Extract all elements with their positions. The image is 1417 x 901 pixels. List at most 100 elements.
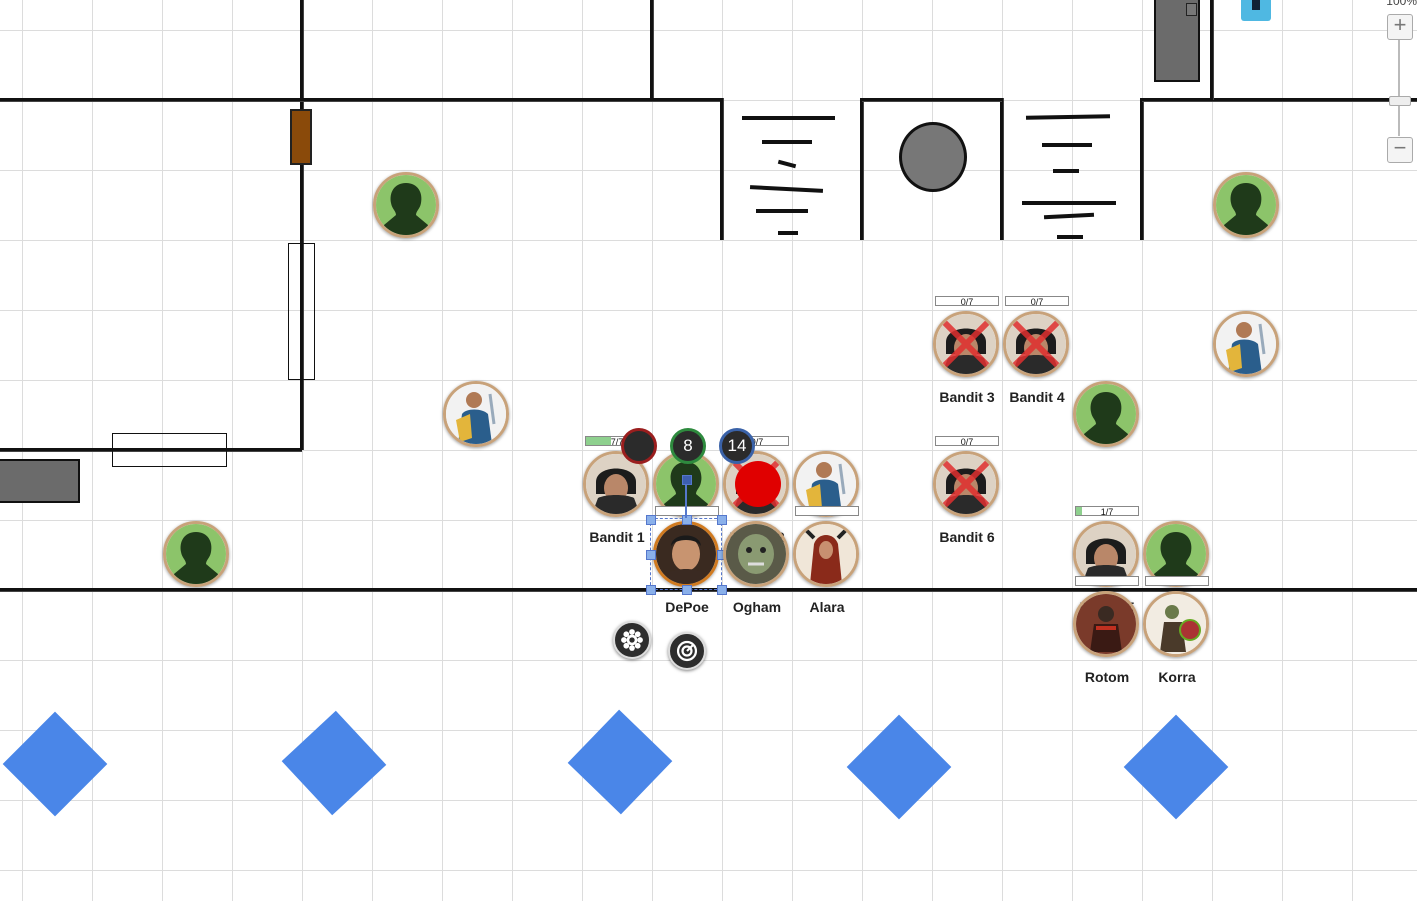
hp-bar: 1/7 <box>1075 506 1139 517</box>
selection-handle[interactable] <box>646 550 656 560</box>
hp-text: 7/7 <box>610 437 624 447</box>
token-label: Korra <box>1158 669 1196 685</box>
selection-box <box>650 518 722 590</box>
hp-bar: 0/7 <box>935 296 999 307</box>
wall <box>0 98 723 101</box>
wall <box>1000 98 1003 240</box>
wall <box>1210 0 1213 100</box>
stair-step <box>1022 201 1116 205</box>
stair-step <box>1053 169 1079 173</box>
selection-handle[interactable] <box>717 585 727 595</box>
hp-text: 0/7 <box>960 297 974 307</box>
token-label: DePoe <box>665 599 709 615</box>
dead-x-icon <box>939 317 993 371</box>
token-label: Alara <box>809 599 845 615</box>
stair-step <box>1043 212 1095 220</box>
wall <box>1142 98 1417 101</box>
bandit-token[interactable] <box>583 451 649 517</box>
status-bubble-green[interactable]: 8 <box>670 428 706 464</box>
red-status-marker <box>735 461 781 507</box>
stair-step <box>756 209 808 213</box>
bandit-token[interactable] <box>1003 311 1069 377</box>
stair-step <box>749 185 824 193</box>
depoe-token[interactable] <box>653 521 719 587</box>
zoom-slider-handle[interactable] <box>1389 96 1411 106</box>
token-label: Rotom <box>1084 669 1130 685</box>
token-label: Bandit 1 <box>589 529 645 545</box>
hp-bar <box>795 506 859 516</box>
token-target-button[interactable] <box>668 632 706 670</box>
selection-handle[interactable] <box>646 585 656 595</box>
hp-bar: 0/7 <box>1005 296 1069 307</box>
silhouette-token[interactable] <box>163 521 229 587</box>
zoom-out-button[interactable]: − <box>1387 137 1413 163</box>
korra-token[interactable] <box>1143 591 1209 657</box>
hp-bar: 0/7 <box>935 436 999 447</box>
rotate-stem <box>685 482 687 518</box>
stair-step <box>778 231 798 235</box>
target-icon <box>676 640 698 662</box>
wall <box>720 98 723 240</box>
pillar-detail <box>1186 3 1197 16</box>
diamond-marker[interactable] <box>846 714 952 820</box>
stair-step <box>777 159 797 169</box>
hp-bar <box>1075 576 1139 586</box>
token-label: Bandit 4 <box>1009 389 1065 405</box>
stair-step <box>1042 143 1092 147</box>
status-bubble-blue[interactable]: 14 <box>719 428 755 464</box>
pillar-block <box>1154 0 1200 82</box>
silhouette-token[interactable] <box>1213 172 1279 238</box>
selection-handle[interactable] <box>717 515 727 525</box>
stair-step <box>1057 235 1083 239</box>
diamond-marker[interactable] <box>281 710 387 816</box>
hp-fill <box>586 437 611 445</box>
stair-step <box>742 116 835 120</box>
selection-handle[interactable] <box>646 515 656 525</box>
selection-handle[interactable] <box>682 515 692 525</box>
wall <box>300 0 303 450</box>
bandit-token[interactable] <box>933 311 999 377</box>
diamond-marker[interactable] <box>1123 714 1229 820</box>
note-icon[interactable] <box>1241 0 1271 21</box>
hp-text: 0/7 <box>1030 297 1044 307</box>
paladin-token[interactable] <box>793 451 859 517</box>
paladin-token[interactable] <box>443 381 509 447</box>
wall <box>860 98 863 240</box>
zoom-slider-track[interactable] <box>1398 40 1400 136</box>
alara-token[interactable] <box>793 521 859 587</box>
selection-handle[interactable] <box>682 585 692 595</box>
wall <box>650 0 653 100</box>
silhouette-token[interactable] <box>373 172 439 238</box>
window <box>112 433 227 467</box>
dead-x-icon <box>939 457 993 511</box>
silhouette-token[interactable] <box>1143 521 1209 587</box>
zoom-level-label: 100% <box>1386 0 1417 8</box>
token-label: Ogham <box>732 599 782 615</box>
diamond-marker[interactable] <box>567 709 673 815</box>
rotate-handle[interactable] <box>682 475 692 485</box>
hp-fill <box>1076 507 1083 515</box>
stair-step <box>762 140 812 144</box>
token-label: Bandit 3 <box>939 389 995 405</box>
silhouette-token[interactable] <box>1073 381 1139 447</box>
hp-text: 1/7 <box>1100 507 1114 517</box>
wall <box>1140 98 1143 240</box>
wall <box>0 448 302 451</box>
rotom-token[interactable] <box>1073 591 1139 657</box>
ogham-token[interactable] <box>723 521 789 587</box>
dead-x-icon <box>1009 317 1063 371</box>
token-settings-button[interactable] <box>613 621 651 659</box>
bandit-token[interactable] <box>933 451 999 517</box>
well <box>899 122 967 192</box>
wall <box>862 98 1002 101</box>
door[interactable] <box>290 109 312 165</box>
paladin-token[interactable] <box>1213 311 1279 377</box>
hp-text: 0/7 <box>960 437 974 447</box>
stair-step <box>1025 114 1111 120</box>
gear-icon <box>621 629 643 651</box>
diamond-marker[interactable] <box>2 711 108 817</box>
zoom-in-button[interactable]: + <box>1387 14 1413 40</box>
status-bubble-red[interactable] <box>621 428 657 464</box>
counter-block <box>0 459 80 503</box>
